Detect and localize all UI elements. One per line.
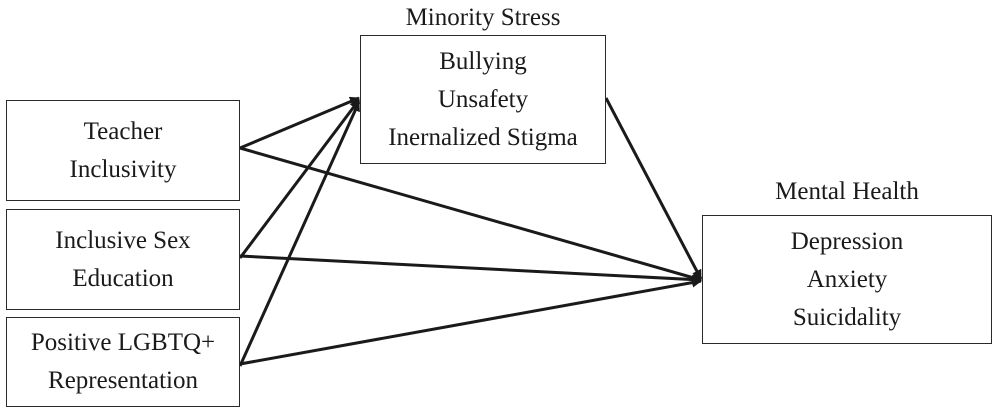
inclusive-sex-education-box: Inclusive Sex Education [6, 209, 240, 310]
minority-stress-box: Bullying Unsafety Inernalized Stigma [360, 35, 606, 164]
unsafety-label: Unsafety [437, 85, 529, 113]
arrow-stress-to-health [604, 97, 703, 280]
mental-health-title: Mental Health [775, 178, 919, 205]
anxiety-label: Anxiety [806, 265, 888, 293]
arrow-lgbtq-to-stress [238, 101, 361, 367]
positive-lgbtq-representation-line-2: Representation [48, 367, 198, 394]
positive-lgbtq-representation-box: Positive LGBTQ+ Representation [6, 317, 240, 407]
inclusive-sex-education-line-1: Inclusive Sex [55, 226, 191, 254]
depression-label: Depression [790, 227, 904, 255]
arrow-sexed-to-stress [238, 99, 361, 259]
teacher-inclusivity-line-2: Inclusivity [69, 155, 177, 183]
arrow-sexed-to-health [239, 254, 702, 285]
internalized-stigma-label: Inernalized Stigma [388, 123, 578, 151]
teacher-inclusivity-box: Teacher Inclusivity [6, 100, 240, 201]
inclusive-sex-education-line-2: Education [72, 264, 174, 292]
arrow-teacher-to-health [239, 146, 702, 283]
mental-health-box: Depression Anxiety Suicidality [702, 215, 992, 344]
bullying-label: Bullying [439, 47, 527, 75]
teacher-inclusivity-line-1: Teacher [83, 117, 163, 145]
positive-lgbtq-representation-line-1: Positive LGBTQ+ [30, 329, 216, 356]
arrow-teacher-to-stress [239, 96, 360, 150]
minority-stress-title: Minority Stress [405, 4, 561, 31]
suicidality-label: Suicidality [792, 303, 902, 331]
arrow-lgbtq-to-health [239, 277, 702, 366]
